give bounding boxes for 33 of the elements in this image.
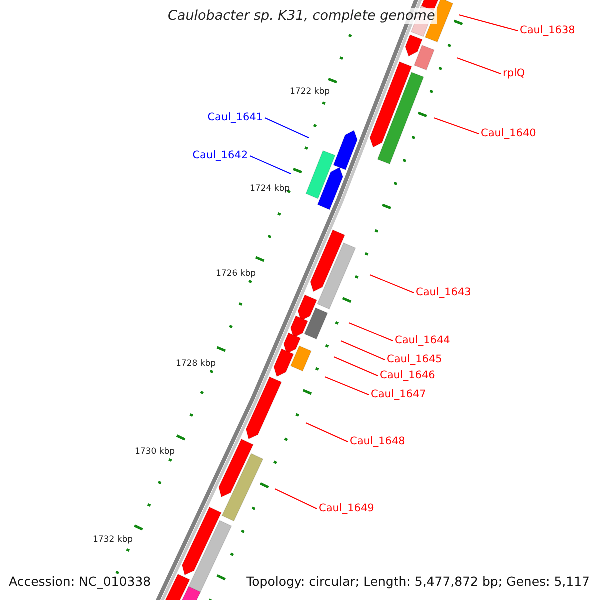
leader-line — [458, 14, 518, 32]
gene-label: Caul_1640 — [481, 128, 536, 140]
leader-line — [456, 58, 502, 74]
genome-info-text: Topology: circular; Length: 5,477,872 bp; Genes: 5,117 — [246, 574, 590, 589]
gene-label: Caul_1648 — [350, 436, 406, 448]
accession-text: Accession: NC_010338 — [9, 574, 152, 589]
gene-label: Caul_1649 — [319, 502, 374, 516]
position-label: 1726 kbp — [216, 269, 256, 279]
leader-line — [264, 118, 310, 138]
map-title: Caulobacter sp. K31, complete genome — [166, 8, 438, 24]
gene-label: Caul_1646 — [380, 370, 436, 382]
gene-label: Caul_1645 — [387, 354, 442, 366]
leader-line — [250, 156, 292, 174]
position-label: 1730 kbp — [135, 447, 176, 457]
gene-label: Caul_1641 — [208, 112, 263, 124]
gene-label: Caul_1643 — [416, 286, 472, 300]
leader-line — [324, 376, 370, 396]
gene-label: Caul_1644 — [395, 334, 450, 348]
gene-label: Caul_1642 — [192, 150, 248, 162]
gene-label: Caul_1638 — [520, 24, 576, 38]
leader-line — [274, 488, 318, 510]
leader-line — [306, 422, 348, 442]
position-label: 1724 kbp — [250, 184, 290, 194]
leader-line — [340, 340, 386, 360]
leader-line — [370, 274, 414, 294]
gene-label: Caul_1647 — [371, 388, 426, 402]
leader-line — [348, 322, 394, 342]
leader-line — [334, 356, 378, 376]
position-label: 1722 kbp — [290, 87, 330, 97]
position-label: 1728 kbp — [176, 359, 216, 369]
gene-label: rplQ — [503, 68, 526, 80]
position-label: 1732 kbp — [93, 535, 134, 545]
leader-line — [434, 118, 480, 134]
